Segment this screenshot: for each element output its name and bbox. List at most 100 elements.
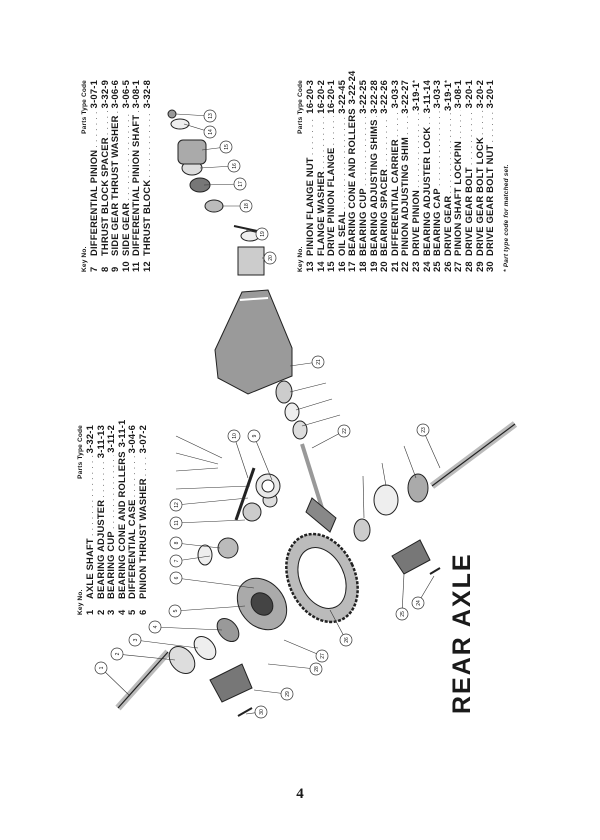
parts-row: 28 Drive Gear Bolt 3-20-1: [462, 80, 475, 272]
dot-leader: [475, 110, 486, 135]
callout-label: 16: [232, 163, 238, 169]
key-number: 18: [356, 261, 368, 272]
callout-8: 8: [169, 536, 183, 550]
dot-leader: [485, 110, 496, 142]
parts-row: 23Drive Pinion3-19-1*: [409, 80, 422, 272]
callout-2: 2: [110, 647, 124, 661]
dot-leader: [422, 115, 433, 124]
dot-leader: [411, 113, 422, 188]
key-number: 28: [462, 261, 474, 272]
parts-type-code: 3-07-1: [88, 80, 99, 109]
callout-label: 15: [224, 144, 230, 150]
dot-leader: [85, 455, 96, 536]
dot-leader: [464, 110, 475, 165]
callout-21: 21: [311, 355, 325, 369]
key-number: 12: [140, 261, 152, 272]
callout-26: 26: [339, 633, 353, 647]
callout-16: 16: [227, 159, 241, 173]
part-name: Drive Gear Bolt: [462, 167, 474, 256]
callout-1: 1: [94, 661, 108, 675]
parts-row: 30 Drive Gear Bolt Nut 3-20-1: [484, 80, 496, 272]
page-number: 4: [296, 786, 304, 802]
callout-28: 28: [309, 662, 323, 676]
callout-4: 4: [148, 620, 162, 634]
dot-leader: [326, 116, 337, 146]
parts-row: 1 Axle Shaft 3-32-1: [84, 425, 96, 615]
callout-15: 15: [219, 140, 233, 154]
callout-17: 17: [233, 177, 247, 191]
callout-label: 14: [208, 129, 214, 135]
callout-10: 10: [227, 429, 241, 443]
callout-label: 24: [416, 600, 422, 606]
parts-table-group-a: Key No. Parts Type Code 1Axle Shaft3-32-…: [76, 420, 149, 615]
key-number: 6: [136, 609, 148, 615]
dot-leader: [453, 110, 464, 139]
parts-type-code: 3-20-1: [462, 80, 474, 109]
callout-24: 24: [411, 596, 425, 610]
callout-label: 10: [232, 433, 238, 439]
callout-19: 19: [255, 227, 269, 241]
callout-label: 25: [400, 611, 406, 617]
parts-type-code: 3-20-1: [484, 80, 496, 109]
dot-leader: [369, 116, 380, 118]
callout-label: 27: [320, 653, 326, 659]
callout-label: 7: [174, 559, 180, 562]
callout-label: 19: [260, 231, 266, 237]
callout-14: 14: [203, 125, 217, 139]
callout-label: 6: [174, 576, 180, 579]
callout-label: 4: [153, 625, 159, 628]
callout-30: 30: [254, 705, 268, 719]
callout-label: 21: [316, 359, 322, 365]
callout-13: 13: [203, 109, 217, 123]
parts-type-code: 3-32-1: [84, 425, 95, 454]
parts-row: 18Bearing Cup3-22-25: [356, 80, 369, 272]
dot-leader: [432, 110, 443, 186]
parts-table-group-b: Key No. Parts Type Code 7Differential Pi…: [80, 80, 153, 272]
dot-leader: [358, 116, 369, 186]
callout-23: 23: [416, 423, 430, 437]
callout-label: 18: [244, 203, 250, 209]
callout-label: 5: [173, 609, 179, 612]
key-number: 1: [84, 609, 95, 615]
callout-3: 3: [128, 633, 142, 647]
callout-label: 11: [174, 520, 180, 525]
callout-label: 26: [344, 637, 350, 643]
key-number: 7: [88, 266, 99, 272]
callout-label: 29: [285, 691, 291, 697]
page-title: REAR AXLE: [448, 552, 476, 714]
parts-type-code: 3-22-25: [356, 80, 368, 114]
part-name: Drive Gear Bolt Nut: [484, 144, 496, 256]
parts-table-group-c: Key No. Parts Type Code 13Pinion Flange …: [296, 71, 511, 272]
callout-label: 17: [238, 181, 244, 187]
callout-label: 13: [208, 113, 214, 119]
dot-leader: [110, 110, 121, 113]
part-name: Axle Shaft: [84, 538, 95, 599]
dot-leader: [89, 110, 100, 147]
callout-6: 6: [169, 571, 183, 585]
footnote: * Part type code for matched set.: [502, 164, 510, 272]
part-name: Thrust Block: [140, 179, 152, 256]
key-number: 13: [304, 261, 315, 272]
key-number: 23: [409, 261, 421, 272]
dot-leader: [96, 460, 107, 498]
callout-18: 18: [239, 199, 253, 213]
callout-label: 20: [268, 255, 274, 261]
callout-9: 9: [247, 429, 261, 443]
callout-label: 28: [314, 666, 320, 672]
callout-5: 5: [168, 604, 182, 618]
parts-row: 12Thrust Block3-32-8: [140, 80, 153, 272]
dot-leader: [138, 455, 149, 476]
callout-27: 27: [315, 649, 329, 663]
part-name: Pinion Flange Nut: [304, 157, 315, 256]
dot-leader: [142, 110, 153, 177]
matched-set-mark: *: [411, 80, 419, 83]
callout-label: 1: [99, 666, 105, 669]
callout-22: 22: [337, 424, 351, 438]
callout-29: 29: [280, 687, 294, 701]
callout-label: 30: [259, 709, 265, 715]
callout-label: 8: [174, 541, 180, 544]
key-number: 30: [484, 261, 496, 272]
